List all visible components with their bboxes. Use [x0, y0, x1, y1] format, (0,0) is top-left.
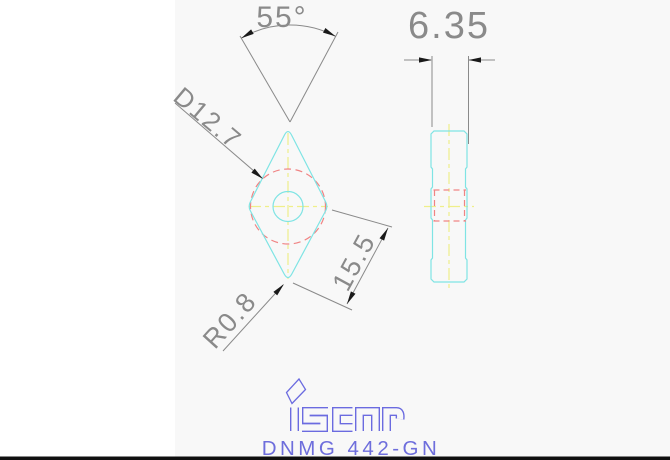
edge-dim-line [346, 227, 389, 305]
logo-letter-a-inner [356, 408, 379, 431]
radius-leader-line [222, 284, 284, 352]
side-view [424, 124, 474, 288]
angle-line-left [239, 35, 291, 123]
arrowhead-icon [323, 28, 336, 37]
drawing-area-background [175, 0, 670, 457]
inscribed-circle-hidden [249, 168, 327, 245]
arrowhead-icon [251, 168, 263, 179]
insert-outline [248, 130, 328, 279]
arrowhead-icon [419, 57, 432, 63]
angle-line-right [289, 31, 339, 123]
logo-diamond-icon [285, 377, 307, 405]
logo-letter-r-inner [383, 408, 404, 431]
iscar-logo [285, 377, 405, 432]
front-view [248, 130, 328, 279]
center-hole [272, 190, 304, 223]
side-outline [430, 130, 468, 283]
thickness-dimension-label: 6.35 [408, 5, 490, 47]
arrowhead-icon [347, 291, 356, 304]
arrowhead-icon [379, 228, 388, 241]
part-number: DNMG 442-GN [262, 437, 441, 460]
arrowhead-icon [273, 284, 284, 296]
dimension-thickness: 6.35 [404, 5, 495, 144]
ic-leader-line [174, 102, 263, 179]
dimension-vertex-angle: 55° [239, 1, 339, 123]
footer-bar [0, 456, 670, 460]
arrowhead-icon [468, 57, 481, 63]
edge-extension-top [331, 209, 393, 228]
edge-extension-bottom [292, 282, 353, 311]
logo-letter-s-inner [302, 408, 328, 431]
angle-dimension-label: 55° [256, 1, 307, 34]
logo-letter-c-inner [333, 408, 353, 431]
arrowhead-icon [241, 29, 254, 39]
